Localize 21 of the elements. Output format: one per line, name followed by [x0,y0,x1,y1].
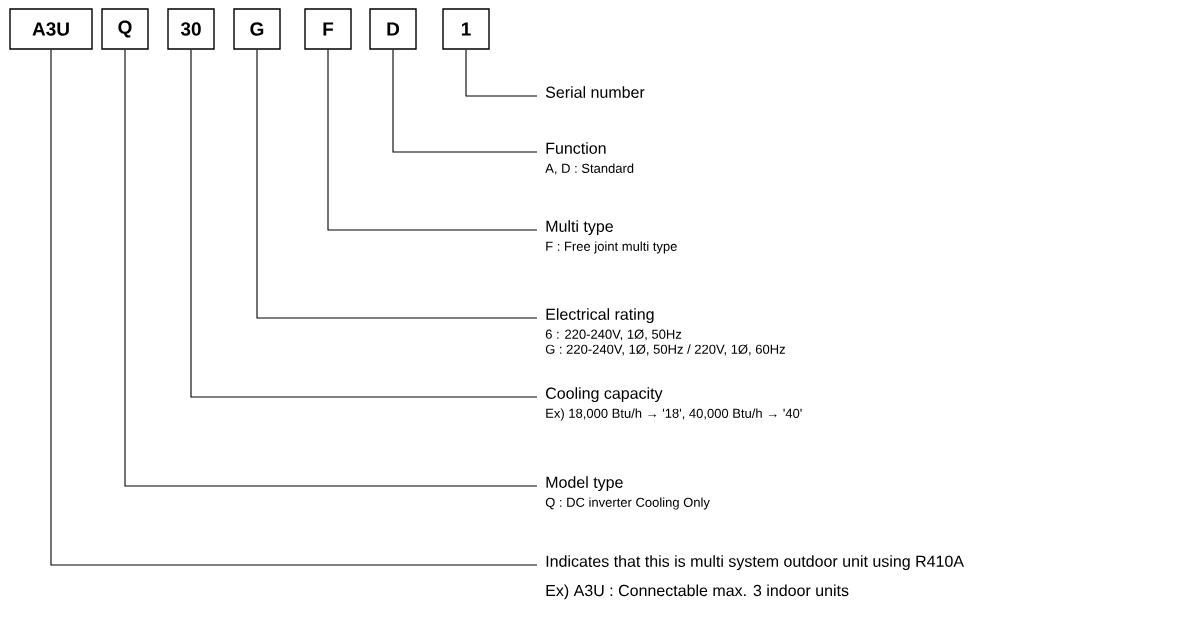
code-box: G [233,8,281,50]
description-text: Cooling capacity Ex) 18,000 Btu/h → '18', 40,000 Btu/h → '40' [546,387,802,421]
leader-line [190,49,538,398]
leader-line [124,49,538,487]
code-box: F [304,8,352,50]
description-text: Multi type F : Free joint multi type [546,220,677,254]
description-text: Serial number [545,86,645,98]
leader-line [392,49,538,153]
leader-line [50,49,538,566]
code-box: Q [101,8,149,50]
leader-line [465,49,538,97]
code-box: 30 [167,8,215,50]
leader-line [256,49,538,319]
description-text: Indicates that this is multi system outdoor unit using R410A Ex) A3U : Connectable max. 3 indoor units [546,555,964,600]
description-text: Model type Q : DC inverter Cooling Only [545,476,710,510]
description-text: Function A, D : Standard [545,142,634,175]
code-box: D [369,8,417,50]
code-box: 1 [442,8,490,50]
description-text: Electrical rating 6 : 220-240V, 1Ø, 50Hz G : 220-240V, 1Ø, 50Hz / 220V, 1Ø, 60Hz [545,308,785,356]
code-box: A3U [9,8,93,50]
leader-line [327,49,538,231]
